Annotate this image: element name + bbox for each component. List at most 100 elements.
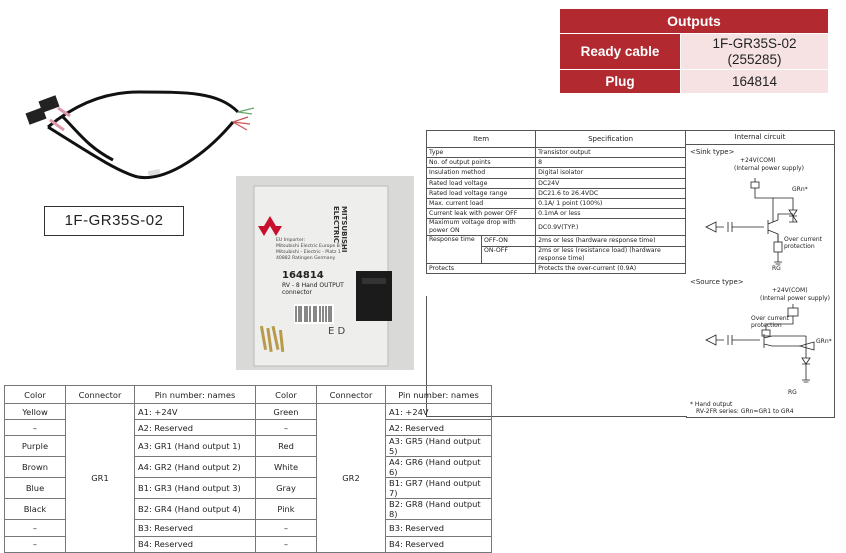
table-row: – B3: Reserved – B3: Reserved [4, 519, 492, 537]
cable-label: 1F-GR35S-02 [44, 206, 184, 236]
sink-grn-label: GRn* [792, 186, 808, 193]
source-grn-label: GRn* [816, 338, 832, 345]
wire-color: Pink [255, 498, 317, 521]
pin-name: B4: Reserved [134, 535, 256, 553]
cable-photo [25, 90, 255, 180]
package-stamp: E D [328, 326, 346, 337]
spec-item: Max. current load [425, 197, 537, 210]
plug-key: Plug [559, 69, 681, 94]
spec-item: Response time [426, 235, 482, 264]
source-circuit-diagram [705, 304, 815, 383]
circuit-note-2: RV-2FR series: GRn=GR1 to GR4 [696, 408, 794, 415]
source-type-title: <Source type> [690, 278, 744, 286]
spec-item: Rated load voltage range [425, 187, 537, 199]
package-code: 164814 [282, 270, 324, 281]
spec-item: No. of output points [425, 157, 537, 169]
spec-item: Current leak with power OFF [425, 208, 537, 220]
package-desc-line: RV - 8 Hand OUTPUT [282, 282, 344, 289]
circuit-note-1: * Hand output [690, 401, 733, 408]
pin-name: B4: Reserved [385, 535, 492, 553]
sink-protection-line: protection [784, 243, 815, 250]
pin-header-connector: Connector [65, 385, 135, 404]
ready-cable-key: Ready cable [559, 33, 681, 70]
ready-cable-article-number: (255285) [727, 51, 782, 67]
table-row: Brown A4: GR2 (Hand output 2) White A4: … [4, 456, 492, 479]
spec-table-empty-area [426, 296, 687, 417]
spec-value: DC0.9V(TYP.) [535, 218, 686, 237]
spec-item: Rated load voltage [425, 177, 537, 189]
importer-line: Mitsubishi - Electric - Platz 1 [276, 250, 341, 255]
spec-value: 0.1mA or less [535, 208, 686, 220]
wire-color: White [255, 456, 317, 479]
ready-cable-part-number: 1F-GR35S-02 [712, 35, 797, 51]
pin-name: A2: Reserved [134, 419, 256, 437]
table-row: Blue B1: GR3 (Hand output 3) Gray B1: GR… [4, 477, 492, 500]
pin-name: B3: Reserved [385, 519, 492, 537]
sink-com-label: +24V(COM) [740, 157, 776, 164]
pin-table: Color Connector Pin number: names Color … [4, 385, 492, 553]
pin-name: B2: GR4 (Hand output 4) [134, 498, 256, 521]
wire-color: – [255, 535, 317, 553]
wire-color: Black [4, 498, 66, 521]
spec-value: Digital isolator [535, 167, 686, 179]
plug-package-photo: MITSUBISHI ELECTRIC EU Importer: Mitsubi… [236, 176, 414, 370]
connector-gr1: GR1 [65, 403, 135, 553]
wire-color: Gray [255, 477, 317, 500]
spec-value: 0.1A/ 1 point (100%) [535, 197, 686, 210]
wire-color: Green [255, 402, 317, 421]
source-protection-line: Over current [751, 315, 789, 322]
table-row: – A2: Reserved – A2: Reserved [4, 419, 492, 437]
wire-color: – [255, 519, 317, 537]
spec-item: Protects [425, 262, 537, 274]
pin-name: A1: +24V [385, 402, 492, 421]
spec-subitem: ON-OFF [480, 245, 537, 264]
outputs-table: Outputs Ready cable 1F-GR35S-02 (255285)… [559, 8, 829, 94]
pin-header-color: Color [4, 385, 66, 404]
importer-line: EU Importer: [276, 238, 306, 243]
internal-circuit-header: Internal circuit [686, 130, 834, 145]
sink-supply-label: (Internal power supply) [734, 165, 804, 172]
table-row: Yellow GR1 A1: +24V Green GR2 A1: +24V [4, 402, 492, 553]
pin-name: A3: GR1 (Hand output 1) [134, 435, 256, 458]
wire-color: Blue [4, 477, 66, 500]
plug-value: 164814 [680, 69, 829, 94]
spec-item: Insulation method [425, 167, 537, 179]
internal-circuit-box [686, 130, 835, 418]
spec-item: Type [425, 146, 537, 159]
spec-value: 8 [535, 157, 686, 169]
wire-color: Yellow [4, 402, 66, 421]
pin-name: B2: GR8 (Hand output 8) [385, 498, 492, 521]
plug-package-drawing [253, 185, 392, 367]
wire-color: – [4, 519, 66, 537]
wire-color: Purple [4, 435, 66, 458]
sink-protection-label: Over current protection [784, 236, 822, 250]
ready-cable-value: 1F-GR35S-02 (255285) [680, 33, 829, 70]
pin-name: A4: GR2 (Hand output 2) [134, 456, 256, 479]
spec-value: DC24V [535, 177, 686, 189]
sink-circuit-diagram [705, 178, 798, 265]
pin-name: A1: +24V [134, 402, 256, 421]
wire-color: – [255, 419, 317, 437]
pin-name: B1: GR3 (Hand output 3) [134, 477, 256, 500]
spec-value: Protects the over-current (0.9A) [535, 262, 686, 274]
pin-header-color: Color [255, 385, 317, 404]
source-rg-label: RG [788, 389, 797, 396]
source-com-label: +24V(COM) [772, 287, 808, 294]
spec-value: 2ms or less (resistance load) (hardware … [535, 245, 686, 264]
spec-value: DC21.6 to 26.4VDC [535, 187, 686, 199]
pin-header-connector: Connector [316, 385, 386, 404]
importer-line: Mitsubishi Electric Europe B.V. [276, 244, 346, 249]
package-desc-line: connector [282, 289, 313, 296]
pin-name: B1: GR7 (Hand output 7) [385, 477, 492, 500]
sink-rg-label: RG [772, 265, 781, 272]
wire-color: Brown [4, 456, 66, 479]
importer-text: EU Importer: Mitsubishi Electric Europe … [276, 238, 345, 262]
package-description: RV - 8 Hand OUTPUT connector [282, 282, 344, 296]
importer-line: 40882 Ratingen Germany [276, 256, 336, 261]
wire-color: – [4, 419, 66, 437]
spec-value: Transistor output [535, 146, 686, 159]
connector-gr2: GR2 [316, 403, 386, 553]
spec-subitem: OFF-ON [480, 235, 537, 247]
source-supply-label: (Internal power supply) [760, 295, 830, 302]
